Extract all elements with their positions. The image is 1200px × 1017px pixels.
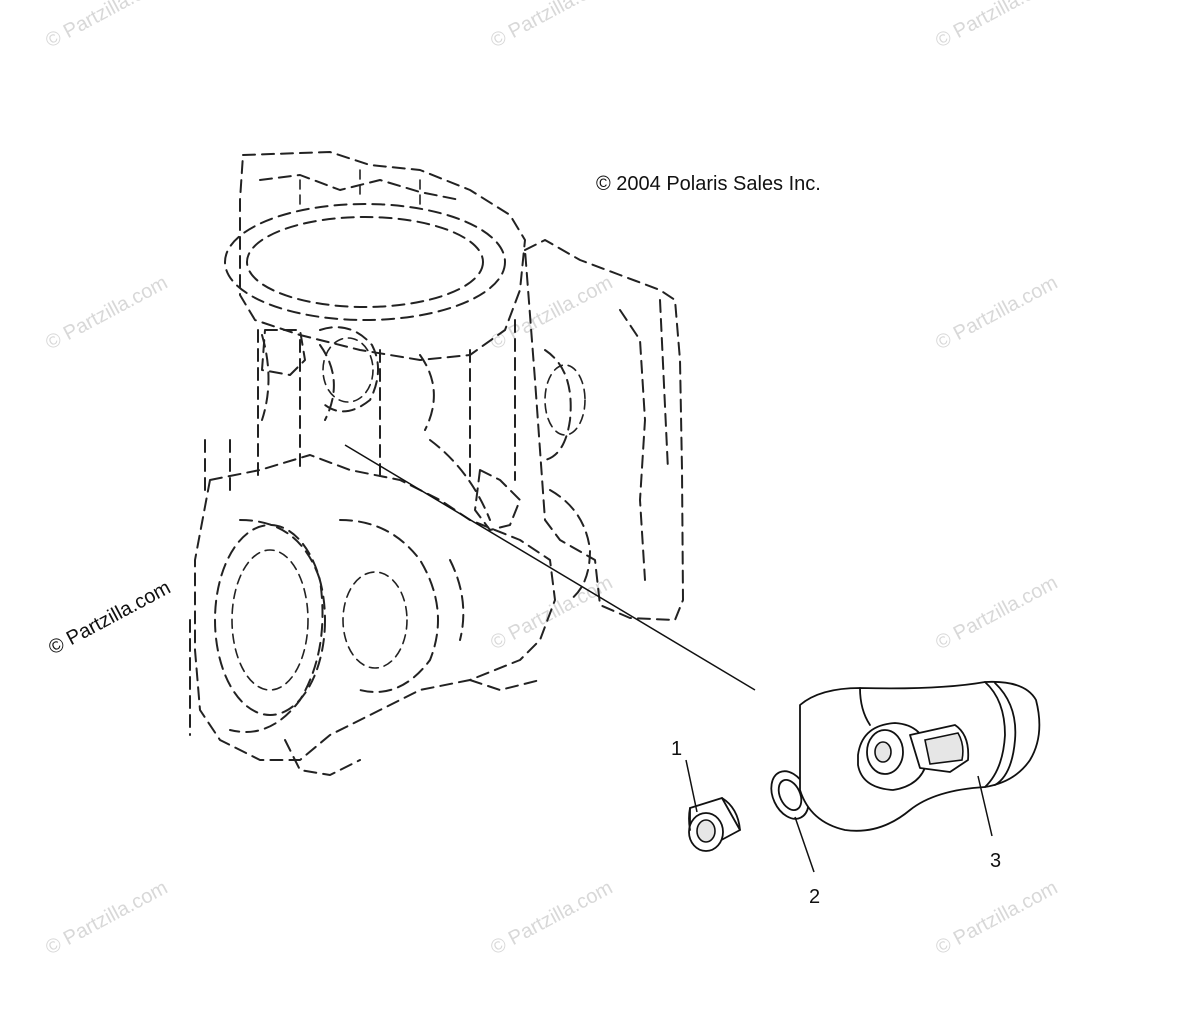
leader-line-elbow-location <box>344 444 756 691</box>
callout-number-1: 1 <box>671 738 682 760</box>
watermark: © Partzilla.com <box>487 0 616 52</box>
elbow-part <box>799 680 1041 832</box>
watermark: © Partzilla.com <box>487 572 616 655</box>
watermark: © Partzilla.com <box>42 0 171 52</box>
watermark: © Partzilla.com <box>932 272 1061 355</box>
watermark: © Partzilla.com <box>42 877 171 960</box>
callout-number-3: 3 <box>990 850 1001 872</box>
leader-callout-3 <box>977 775 993 837</box>
leader-callout-1 <box>685 759 698 813</box>
callout-number-2: 2 <box>809 886 820 908</box>
watermark: © Partzilla.com <box>932 0 1061 52</box>
watermark: © Partzilla.com <box>45 577 174 660</box>
watermark: © Partzilla.com <box>487 272 616 355</box>
copyright-notice: © 2004 Polaris Sales Inc. <box>596 173 821 195</box>
plug-part <box>688 797 741 852</box>
watermark: © Partzilla.com <box>487 877 616 960</box>
watermark: © Partzilla.com <box>932 572 1061 655</box>
watermark: © Partzilla.com <box>42 272 171 355</box>
watermark: © Partzilla.com <box>932 877 1061 960</box>
engine-phantom-outline <box>189 151 684 776</box>
leader-callout-2 <box>794 816 815 873</box>
watermark-group: © Partzilla.com © Partzilla.com © Partzi… <box>42 0 1061 959</box>
